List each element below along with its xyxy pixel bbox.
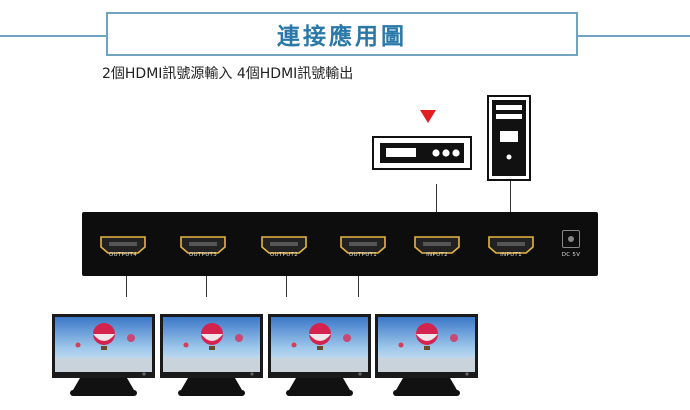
port-label-output1: OUTPUT1 [348, 252, 377, 258]
cable-input2 [436, 184, 437, 212]
port-label-input2: INPUT2 [426, 252, 448, 258]
monitor-icon [268, 314, 371, 396]
port-label-output2: OUTPUT2 [269, 252, 298, 258]
port-label-input1: INPUT1 [500, 252, 522, 258]
hdmi-port-icon [414, 236, 460, 254]
cable-input1 [510, 181, 511, 212]
dc-power-jack-icon [562, 230, 580, 248]
port-label-output4: OUTPUT4 [108, 252, 137, 258]
title-frame: 連接應用圖 [106, 12, 578, 56]
cable-output4 [126, 276, 127, 297]
port-label-output3: OUTPUT3 [188, 252, 217, 258]
monitor-icon [52, 314, 155, 396]
hdmi-port-icon [261, 236, 307, 254]
power-label: DC 5V [561, 252, 581, 258]
hdmi-port-icon [488, 236, 534, 254]
hdmi-port-icon [340, 236, 386, 254]
subtitle: 2個HDMI訊號源輸入 4個HDMI訊號輸出 [102, 66, 354, 82]
cable-output2 [286, 276, 287, 297]
cable-output1 [358, 276, 359, 297]
hdmi-port-icon [100, 236, 146, 254]
hdmi-port-icon [180, 236, 226, 254]
page-title: 連接應用圖 [277, 24, 407, 50]
cable-output3 [206, 276, 207, 297]
hdmi-switcher-panel: OUTPUT4 OUTPUT3 OUTPUT2 OUTPUT1 INPUT2 I… [82, 212, 598, 276]
monitor-icon [160, 314, 263, 396]
dvd-player-icon [372, 136, 472, 170]
red-down-arrow-icon [420, 110, 436, 123]
desktop-pc-icon [487, 95, 531, 181]
title-rule-right [578, 35, 690, 37]
monitor-icon [375, 314, 478, 396]
title-rule-left [0, 35, 106, 37]
